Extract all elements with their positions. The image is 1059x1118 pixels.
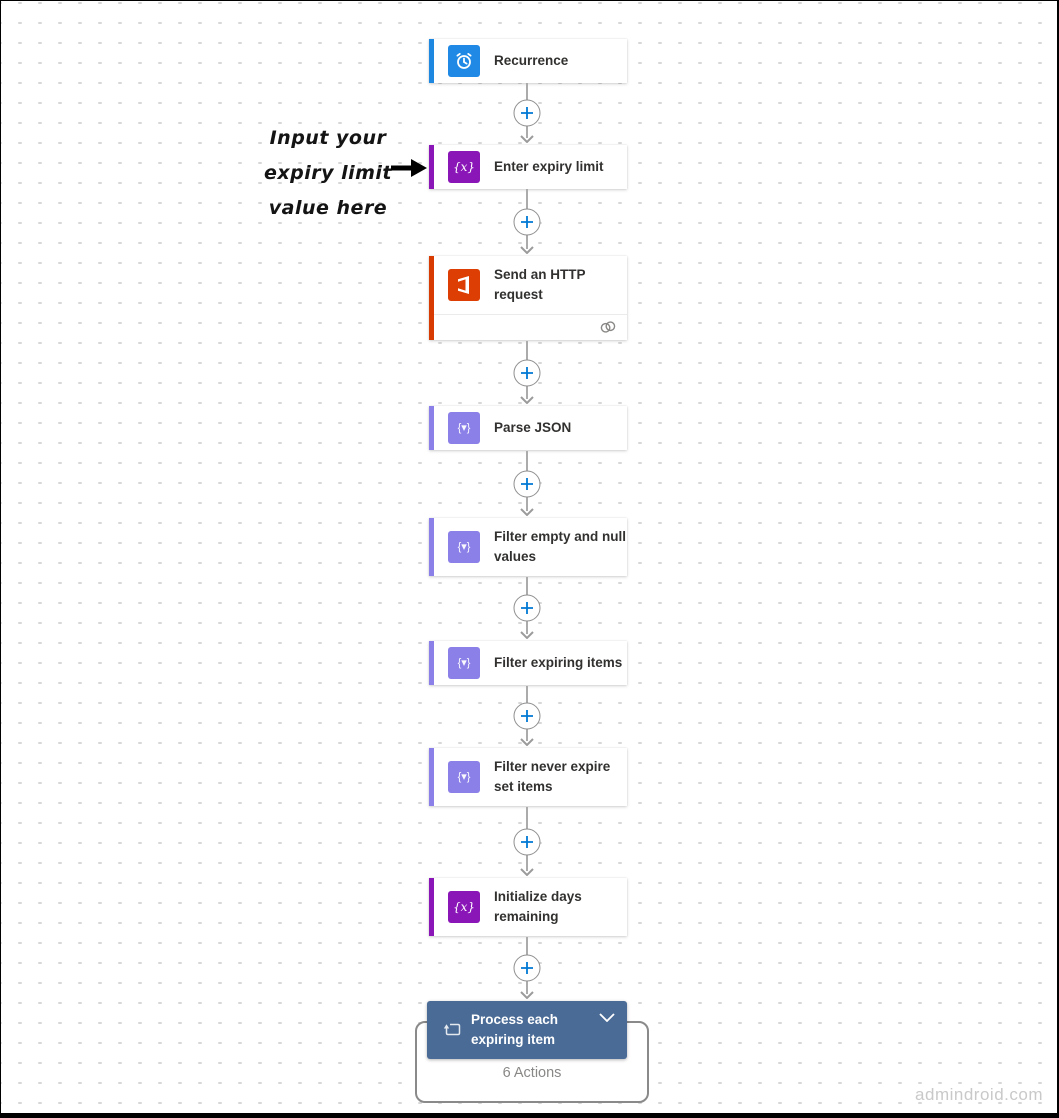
- connector: [512, 451, 542, 516]
- step-process-each-expiring-item[interactable]: Process each expiring item: [427, 1001, 627, 1059]
- annotation-note: Input your expiry limit value here: [257, 121, 399, 226]
- insert-step-button[interactable]: [513, 828, 541, 855]
- step-filter-never-expire[interactable]: {▾} Filter never expire set items: [429, 748, 627, 806]
- data-operation-icon: {▾}: [448, 647, 480, 679]
- annotation-line: Input your: [269, 127, 387, 149]
- connector: [512, 341, 542, 404]
- insert-step-button[interactable]: [513, 208, 541, 235]
- step-title: Filter expiring items: [494, 655, 623, 670]
- connector: [512, 577, 542, 639]
- loop-icon: [443, 1023, 461, 1036]
- plus-icon: [521, 962, 533, 974]
- arrow-down-icon: [520, 396, 534, 404]
- data-operation-icon: {▾}: [448, 761, 480, 793]
- actions-count-label: 6 Actions: [502, 1065, 562, 1081]
- annotation-line: value here: [268, 197, 388, 219]
- step-title: Filter never expire set items: [494, 759, 611, 794]
- step-parse-json[interactable]: {▾} Parse JSON: [429, 406, 627, 450]
- thick-right-arrow-icon: [391, 159, 427, 177]
- step-recurrence[interactable]: Recurrence: [429, 39, 627, 83]
- step-title: Filter empty and null values: [494, 529, 627, 564]
- insert-step-button[interactable]: [513, 470, 541, 497]
- plus-icon: [521, 366, 533, 379]
- connector: [512, 189, 542, 254]
- plus-icon: [521, 835, 533, 848]
- step-filter-empty-null[interactable]: {▾} Filter empty and null values: [429, 518, 627, 576]
- arrow-down-icon: [520, 868, 534, 876]
- annotation-line: expiry limit: [263, 162, 393, 184]
- step-title: Parse JSON: [494, 420, 572, 435]
- step-enter-expiry-limit[interactable]: {x} Enter expiry limit: [429, 145, 627, 189]
- arrow-down-icon: [520, 631, 534, 639]
- recurrence-clock-icon: [448, 45, 480, 77]
- arrow-down-icon: [520, 508, 534, 516]
- arrow-down-icon: [520, 246, 534, 254]
- step-send-http-request[interactable]: Send an HTTP request: [429, 256, 627, 340]
- insert-step-button[interactable]: [513, 359, 541, 386]
- connector: [512, 83, 542, 143]
- step-title: Send an HTTP request: [494, 267, 586, 302]
- watermark: admindroid.com: [915, 1085, 1043, 1104]
- insert-step-button[interactable]: [513, 594, 541, 622]
- arrow-down-icon: [520, 135, 534, 143]
- data-operation-icon: {▾}: [448, 412, 480, 444]
- plus-icon: [521, 602, 533, 614]
- step-title: Initialize days remaining: [494, 889, 582, 924]
- step-title: Recurrence: [494, 53, 569, 68]
- step-title: Enter expiry limit: [494, 159, 604, 174]
- plus-icon: [521, 215, 533, 228]
- insert-step-button[interactable]: [513, 99, 541, 127]
- arrow-down-icon: [520, 991, 534, 999]
- plus-icon: [521, 107, 533, 119]
- data-operation-icon: {▾}: [448, 531, 480, 563]
- step-filter-expiring[interactable]: {▾} Filter expiring items: [429, 641, 627, 685]
- chevron-down-icon[interactable]: [599, 1013, 615, 1022]
- connector: [512, 807, 542, 876]
- variable-icon: {x}: [448, 151, 480, 183]
- arrow-down-icon: [520, 738, 534, 746]
- step-title: Process each expiring item: [471, 1012, 559, 1047]
- insert-step-button[interactable]: [513, 954, 541, 982]
- connector: [512, 937, 542, 999]
- connector: [512, 686, 542, 746]
- step-footer: [434, 314, 627, 340]
- plus-icon: [521, 710, 533, 722]
- link-icon[interactable]: [599, 320, 617, 334]
- insert-step-button[interactable]: [513, 702, 541, 730]
- step-initialize-days-remaining[interactable]: {x} Initialize days remaining: [429, 878, 627, 936]
- plus-icon: [521, 477, 533, 490]
- office-365-icon: [448, 269, 480, 301]
- variable-icon: {x}: [448, 891, 480, 923]
